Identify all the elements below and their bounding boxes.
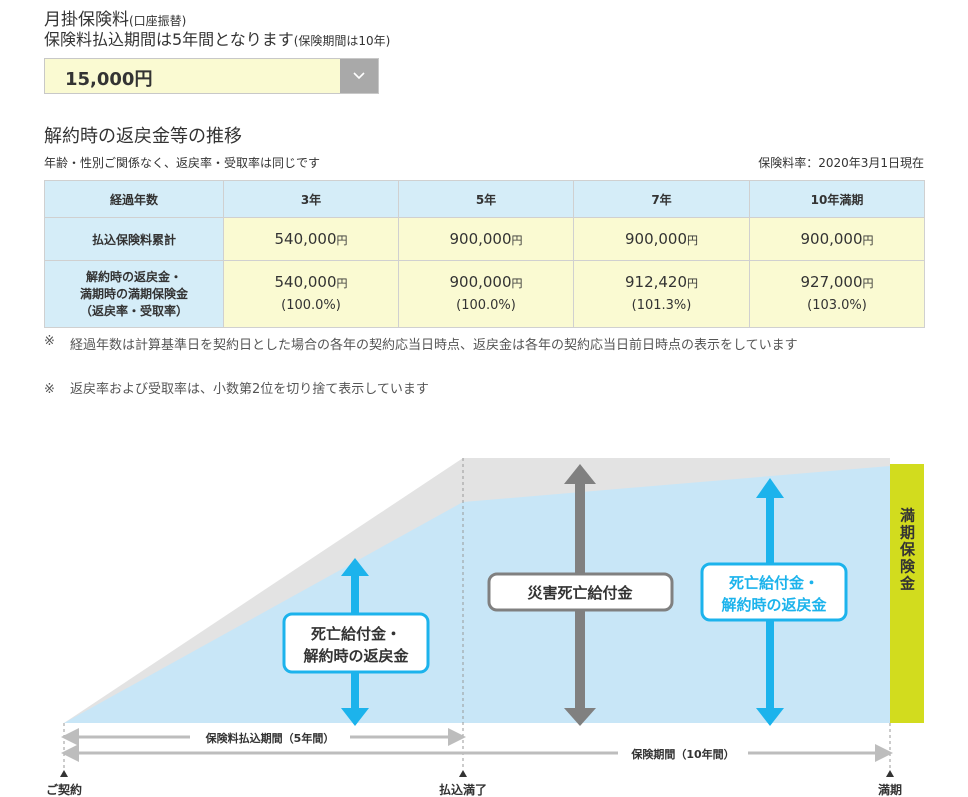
yen-unit: 円 — [336, 234, 348, 247]
coverage-period-arrow: 保険期間（10年間） — [61, 744, 893, 762]
header-year-3: 3年 — [223, 180, 399, 218]
return-rate: (103.0%) — [807, 298, 867, 313]
coverage-period-label: 保険期間（10年間） — [630, 747, 734, 761]
surrender-value: 927,000 — [800, 273, 863, 291]
yen-unit: 円 — [862, 277, 874, 290]
row-label-paid-total: 払込保険料累計 — [44, 217, 224, 261]
row-label-surrender: 解約時の返戻金・ 満期時の満期保険金 （返戻率・受取率） — [44, 260, 224, 328]
contract-marker-icon — [60, 770, 68, 777]
left-benefit-line2: 解約時の返戻金 — [303, 647, 409, 665]
maturity-label: 満期保険金 — [898, 507, 916, 593]
left-benefit-box: 死亡給付金・ 解約時の返戻金 — [282, 612, 430, 674]
paid-total-value: 900,000 — [800, 230, 863, 248]
footnote-text: 返戻率および受取率は、小数第2位を切り捨て表示しています — [70, 382, 429, 397]
header-elapsed-years: 経過年数 — [44, 180, 224, 218]
return-rate: (100.0%) — [281, 298, 341, 313]
table-header-row: 経過年数 3年 5年 7年 10年満期 — [44, 180, 925, 218]
row-label-line: 解約時の返戻金・ — [85, 269, 182, 284]
surrender-value: 540,000 — [274, 273, 337, 291]
yen-unit: 円 — [687, 277, 699, 290]
return-rate: (100.0%) — [456, 298, 516, 313]
header-year-10: 10年満期 — [749, 180, 925, 218]
accident-death-text: 災害死亡給付金 — [527, 584, 633, 602]
return-rate: (101.3%) — [631, 298, 692, 313]
surrender-value: 912,420 — [624, 273, 688, 291]
footnote-mark: ※ — [44, 334, 55, 349]
payment-period-label: 保険料払込期間（5年間） — [205, 731, 335, 745]
maturity-marker-icon — [886, 770, 894, 777]
footnote-2: ※ 返戻率および受取率は、小数第2位を切り捨て表示しています — [44, 378, 429, 397]
right-benefit-line1: 死亡給付金・ — [729, 574, 819, 592]
yen-unit: 円 — [511, 234, 523, 247]
right-benefit-line2: 解約時の返戻金 — [721, 596, 827, 614]
left-benefit-line1: 死亡給付金・ — [311, 625, 401, 643]
payment-period-text: 保険料払込期間は5年間となります(保険期間は10年) — [44, 26, 390, 50]
section-title: 解約時の返戻金等の推移 — [44, 126, 242, 147]
coverage-diagram: 満期保険金 死亡給付金・ 解約時の返戻金 災害死亡給付金 死亡給付金・ 解約時の… — [46, 458, 924, 797]
paid-total-cell: 540,000円 — [223, 217, 399, 261]
paid-total-cell: 900,000円 — [398, 217, 574, 261]
surrender-value-table: 経過年数 3年 5年 7年 10年満期 払込保険料累計 540,000円 900… — [44, 180, 925, 328]
yen-unit: 円 — [862, 234, 874, 247]
benefit-area — [64, 466, 890, 723]
header-year-7: 7年 — [573, 180, 750, 218]
payment-period-main: 保険料払込期間は5年間となります — [44, 30, 294, 49]
table-row: 解約時の返戻金・ 満期時の満期保険金 （返戻率・受取率） 540,000円(10… — [44, 260, 925, 328]
maturity-bar — [890, 464, 924, 723]
paid-up-marker-icon — [459, 770, 467, 777]
premium-select[interactable]: 15,000円 — [44, 58, 379, 94]
yen-unit: 円 — [687, 234, 699, 247]
right-benefit-box: 死亡給付金・ 解約時の返戻金 — [700, 562, 848, 622]
surrender-cell: 927,000円 (103.0%) — [749, 260, 925, 328]
paid-total-value: 900,000 — [624, 230, 688, 248]
paid-up-label: 払込満了 — [439, 782, 487, 797]
row-label-line: （返戻率・受取率） — [79, 303, 188, 318]
footnote-text: 経過年数は計算基準日を契約日とした場合の各年の契約応当日時点、返戻金は各年の契約… — [70, 338, 798, 353]
paid-total-value: 540,000 — [274, 230, 337, 248]
surrender-cell: 912,420円 (101.3%) — [573, 260, 750, 328]
monthly-premium-sub: (口座振替) — [129, 14, 187, 28]
paid-total-cell: 900,000円 — [573, 217, 750, 261]
table-row: 払込保険料累計 540,000円 900,000円 900,000円 900,0… — [44, 217, 925, 261]
payment-period-arrow: 保険料払込期間（5年間） — [61, 728, 466, 746]
accident-death-box: 災害死亡給付金 — [487, 572, 674, 612]
paid-total-cell: 900,000円 — [749, 217, 925, 261]
section-note: 年齢・性別ご関係なく、返戻率・受取率は同じです — [44, 156, 321, 170]
surrender-cell: 540,000円 (100.0%) — [223, 260, 399, 328]
surrender-cell: 900,000円 (100.0%) — [398, 260, 574, 328]
monthly-premium-text: 月掛保険料 — [44, 10, 129, 30]
surrender-value: 900,000 — [449, 273, 512, 291]
paid-total-value: 900,000 — [449, 230, 512, 248]
monthly-premium-label: 月掛保険料(口座振替) — [44, 5, 186, 30]
footnote-mark: ※ — [44, 382, 55, 397]
chevron-down-icon[interactable] — [340, 59, 378, 93]
row-label-line: 満期時の満期保険金 — [79, 286, 188, 301]
payment-period-sub: (保険期間は10年) — [293, 34, 391, 48]
rate-date-note: 保険料率：2020年3月1日現在 — [758, 156, 924, 170]
yen-unit: 円 — [336, 277, 348, 290]
header-year-5: 5年 — [398, 180, 574, 218]
yen-unit: 円 — [511, 277, 523, 290]
contract-label: ご契約 — [46, 782, 82, 797]
maturity-point-label: 満期 — [878, 782, 902, 797]
footnote-1: ※ 経過年数は計算基準日を契約日とした場合の各年の契約応当日時点、返戻金は各年の契… — [44, 334, 924, 353]
premium-select-value: 15,000円 — [65, 69, 153, 90]
